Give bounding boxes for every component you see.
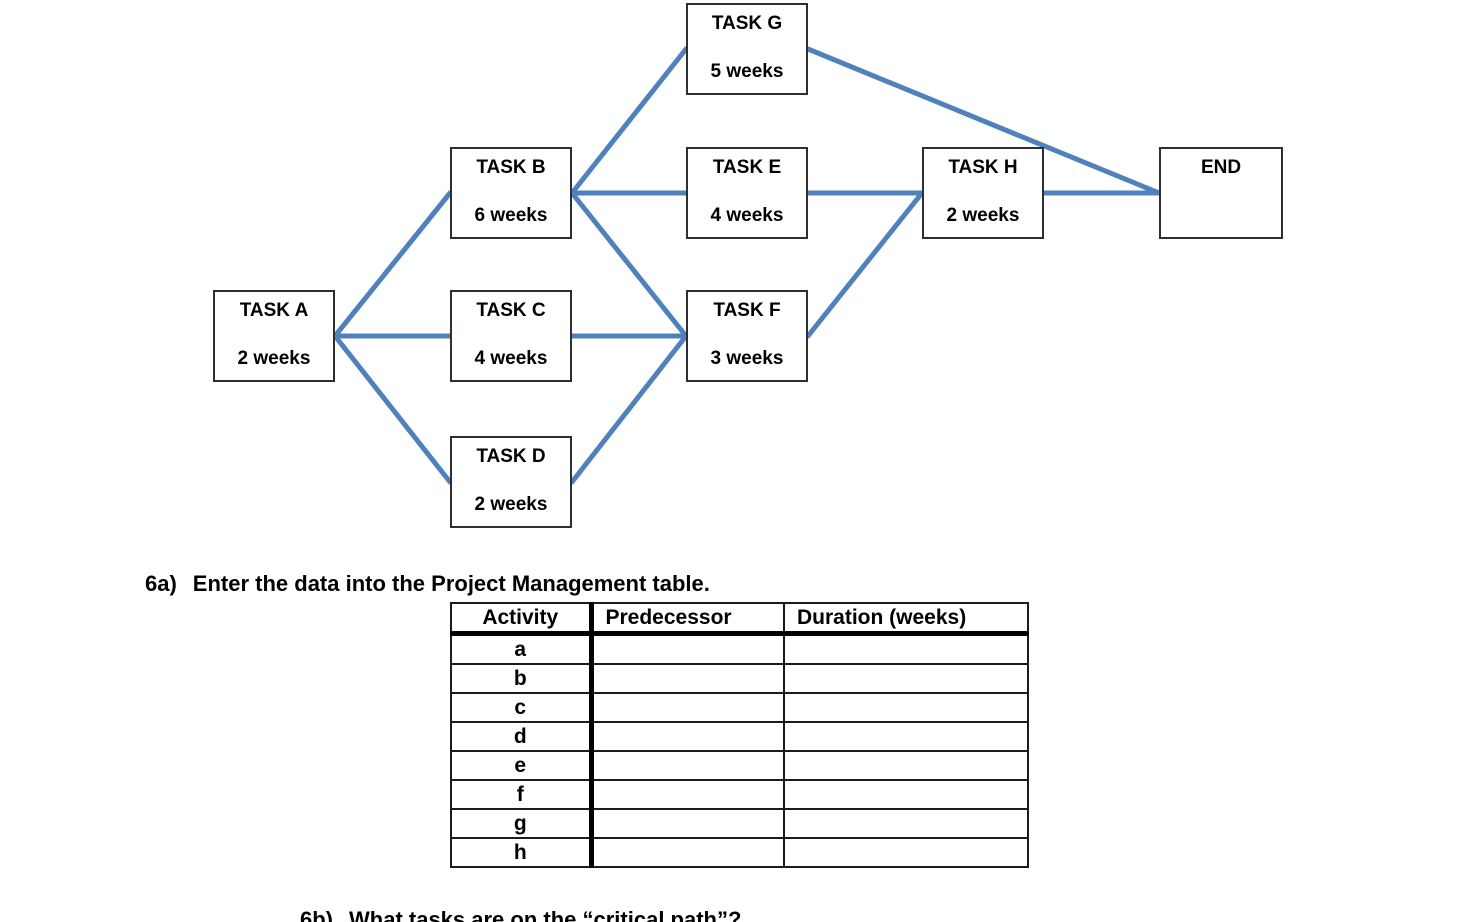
node-title: TASK G	[711, 13, 783, 34]
question-6a-label: 6a)	[145, 571, 177, 596]
edge-f-h	[805, 190, 925, 339]
node-duration: 6 weeks	[474, 205, 548, 226]
task-node-b: TASK B 6 weeks	[450, 147, 572, 239]
predecessor-input-cell[interactable]	[590, 632, 785, 665]
column-header-duration: Duration (weeks)	[783, 602, 1029, 636]
predecessor-input-cell[interactable]	[590, 779, 785, 810]
node-title: TASK A	[239, 300, 309, 321]
predecessor-input-cell[interactable]	[590, 692, 785, 723]
table-row: d	[450, 721, 1029, 752]
table-row: c	[450, 692, 1029, 723]
task-node-g: TASK G 5 weeks	[686, 3, 808, 95]
node-duration: 5 weeks	[710, 61, 784, 82]
activity-cell: c	[450, 692, 594, 723]
predecessor-input-cell[interactable]	[590, 808, 785, 839]
column-header-predecessor: Predecessor	[590, 602, 785, 636]
activity-cell: b	[450, 663, 594, 694]
question-6a: 6a) Enter the data into the Project Manag…	[145, 571, 710, 597]
duration-input-cell[interactable]	[783, 632, 1029, 665]
node-duration: 3 weeks	[710, 348, 784, 369]
edge-d-f	[569, 333, 689, 485]
node-title: TASK B	[476, 157, 546, 178]
predecessor-input-cell[interactable]	[590, 721, 785, 752]
column-header-activity: Activity	[450, 602, 594, 636]
edge-b-g	[569, 46, 689, 196]
node-title: TASK F	[713, 300, 781, 321]
activity-cell: d	[450, 721, 594, 752]
task-node-f: TASK F 3 weeks	[686, 290, 808, 382]
predecessor-input-cell[interactable]	[590, 837, 785, 868]
question-6b: 6b) What tasks are on the “critical path”…	[300, 907, 741, 922]
table-row: b	[450, 663, 1029, 694]
node-duration: 2 weeks	[474, 494, 548, 515]
duration-input-cell[interactable]	[783, 837, 1029, 868]
table-row: a	[450, 632, 1029, 665]
table-row: f	[450, 779, 1029, 810]
node-duration: 2 weeks	[946, 205, 1020, 226]
node-title: END	[1200, 157, 1242, 178]
task-node-c: TASK C 4 weeks	[450, 290, 572, 382]
node-duration: 4 weeks	[710, 205, 784, 226]
duration-input-cell[interactable]	[783, 721, 1029, 752]
edge-b-f	[569, 190, 689, 339]
node-duration: 2 weeks	[237, 348, 311, 369]
node-title: TASK H	[948, 157, 1018, 178]
task-node-end: END	[1159, 147, 1283, 239]
task-node-e: TASK E 4 weeks	[686, 147, 808, 239]
activity-cell: g	[450, 808, 594, 839]
question-6a-text: Enter the data into the Project Manageme…	[192, 571, 710, 596]
node-title: TASK D	[476, 446, 546, 467]
edge-a-b	[332, 190, 453, 339]
question-6b-text: What tasks are on the “critical path”?	[349, 907, 742, 922]
task-node-d: TASK D 2 weeks	[450, 436, 572, 528]
table-row: h	[450, 837, 1029, 868]
task-node-h: TASK H 2 weeks	[922, 147, 1044, 239]
edge-g-end	[805, 46, 1162, 196]
node-title: TASK E	[712, 157, 782, 178]
question-6b-label: 6b)	[300, 907, 333, 922]
duration-input-cell[interactable]	[783, 779, 1029, 810]
task-node-a: TASK A 2 weeks	[213, 290, 335, 382]
activity-cell: f	[450, 779, 594, 810]
node-title: TASK C	[476, 300, 546, 321]
duration-input-cell[interactable]	[783, 808, 1029, 839]
predecessor-input-cell[interactable]	[590, 663, 785, 694]
activity-cell: a	[450, 632, 594, 665]
edge-a-d	[332, 333, 453, 485]
diagram-edges	[332, 46, 1162, 485]
node-duration: 4 weeks	[474, 348, 548, 369]
activity-cell: h	[450, 837, 594, 868]
predecessor-input-cell[interactable]	[590, 750, 785, 781]
table-row: g	[450, 808, 1029, 839]
duration-input-cell[interactable]	[783, 663, 1029, 694]
duration-input-cell[interactable]	[783, 750, 1029, 781]
table-row: e	[450, 750, 1029, 781]
activity-cell: e	[450, 750, 594, 781]
duration-input-cell[interactable]	[783, 692, 1029, 723]
